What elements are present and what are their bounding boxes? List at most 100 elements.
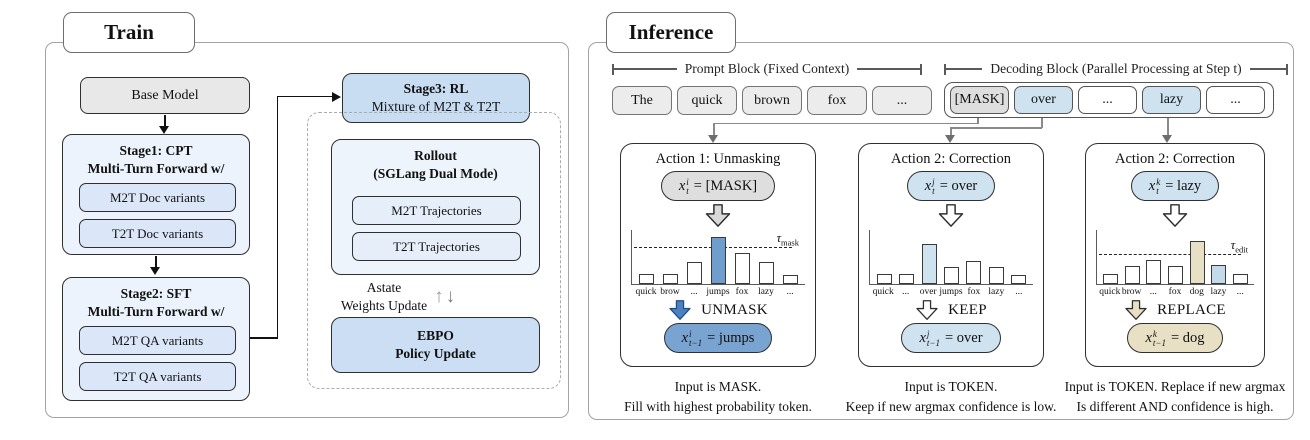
connector-mask [713, 122, 978, 124]
math-var: x [919, 329, 926, 346]
prompt-token: The [612, 86, 672, 115]
rollout-title: Rollout [414, 148, 457, 163]
connector-stage2-right [250, 337, 278, 339]
rollout-item-t2t-trajectories: T2T Trajectories [352, 232, 521, 261]
math-sup: j [926, 328, 930, 339]
stage2-subtitle: Multi-Turn Forward w/ [87, 303, 225, 319]
decoding-block-container: [MASK] over ... lazy ... [944, 82, 1274, 118]
stage1-item-label: M2T Doc variants [109, 189, 206, 205]
tau-label: τmask [776, 230, 799, 248]
caption-line: Keep if new argmax confidence is low. [845, 399, 1057, 415]
math-sub: t−1 [1152, 338, 1166, 348]
bracket-tick [612, 63, 614, 75]
caption-line: Fill with highest probability token. [624, 399, 812, 415]
bracket-line [614, 68, 677, 70]
prompt-token-label: ... [896, 92, 908, 108]
math-sub: t [932, 186, 935, 196]
stage1-item-label: T2T Doc variants [111, 225, 204, 241]
stage1-item-m2t-doc: M2T Doc variants [79, 183, 236, 212]
arrow-down-icon [159, 126, 169, 134]
bracket-tick [944, 63, 946, 75]
caption-line: Is different AND confidence is high. [1076, 399, 1274, 415]
stage2-title: Stage2: SFT [120, 286, 192, 301]
bracket-tick [920, 63, 922, 75]
action-verb-label: UNMASK [701, 301, 768, 318]
prompt-block-label: Prompt Block (Fixed Context) [684, 61, 850, 76]
inference-title-label: Inference [628, 20, 714, 44]
prompt-block-bracket: Prompt Block (Fixed Context) [612, 61, 922, 76]
rl-dashed-group [307, 112, 561, 389]
decoding-token-ellipsis: ... [1078, 86, 1137, 114]
math-var: x [678, 177, 686, 194]
prompt-token-label: quick [691, 92, 723, 108]
math-var: x [924, 177, 932, 194]
math-var: x [681, 329, 689, 346]
ebpo-subtitle: Policy Update [395, 346, 476, 361]
math-sub: t [1156, 186, 1159, 196]
decoding-token-label: lazy [1159, 92, 1184, 107]
up-arrow-icon: ↑ [434, 285, 444, 307]
bracket-line [946, 68, 983, 70]
math-sup: k [1156, 176, 1161, 187]
rollout-item-m2t-trajectories: M2T Trajectories [352, 196, 521, 225]
weights-update-line1: Astate [366, 280, 402, 296]
math-sup: k [1152, 328, 1157, 339]
threshold-line: τedit [1099, 238, 1248, 256]
rollout-subtitle: (SGLang Dual Mode) [373, 165, 498, 181]
chart-plot-area [869, 230, 1033, 285]
chart-plot-area: τmask [631, 230, 805, 285]
decoding-token-label: over [1031, 92, 1056, 107]
tau-label: τedit [1230, 238, 1248, 255]
down-arrow-icon [669, 300, 691, 320]
down-arrow-icon [705, 204, 731, 227]
rollout-item-label: M2T Trajectories [391, 202, 482, 218]
flow-line-base-to-stage1 [164, 115, 166, 127]
math-var: x [1148, 177, 1156, 194]
math-rhs: = jumps [707, 329, 755, 346]
bracket-line [857, 68, 920, 70]
connector-over [950, 127, 1042, 129]
decoding-block-label: Decoding Block (Parallel Processing at S… [990, 61, 1242, 76]
math-rhs: = over [944, 329, 983, 346]
down-arrow-icon [938, 204, 964, 227]
down-arrow-icon [1125, 300, 1147, 320]
rollout-item-label: T2T Trajectories [393, 238, 480, 254]
bracket-tick [1286, 63, 1289, 75]
math-rhs: = [MASK] [693, 177, 758, 194]
connector-over [950, 127, 952, 135]
stage3-title: Stage3: RL [403, 81, 469, 97]
caption-line: Input is TOKEN. [904, 379, 998, 394]
decoding-token-lazy: lazy [1142, 86, 1201, 114]
connector-vertical [276, 96, 279, 338]
rollout-box: Rollout (SGLang Dual Mode) M2T Trajector… [331, 139, 540, 275]
prompt-token: brown [742, 86, 802, 115]
math-sup: i [689, 328, 692, 339]
train-title-label: Train [104, 20, 154, 44]
decoding-block-bracket: Decoding Block (Parallel Processing at S… [944, 61, 1289, 76]
math-var: x [1145, 329, 1152, 346]
stage2-item-label: M2T QA variants [111, 332, 204, 348]
math-sub: t−1 [689, 338, 703, 348]
train-panel-title: Train [63, 12, 195, 53]
down-arrow-icon: ↓ [445, 285, 456, 307]
prompt-token-label: The [631, 92, 653, 108]
stage1-box: Stage1: CPT Multi-Turn Forward w/ M2T Do… [62, 134, 250, 255]
stage3-box: Stage3: RL Mixture of M2T & T2T [342, 73, 530, 123]
math-sub: t−1 [926, 338, 940, 348]
math-rhs: = over [939, 177, 978, 194]
action-verb-label: REPLACE [1157, 301, 1226, 318]
connector-lazy [1167, 118, 1169, 135]
arrow-right-icon [332, 91, 341, 102]
